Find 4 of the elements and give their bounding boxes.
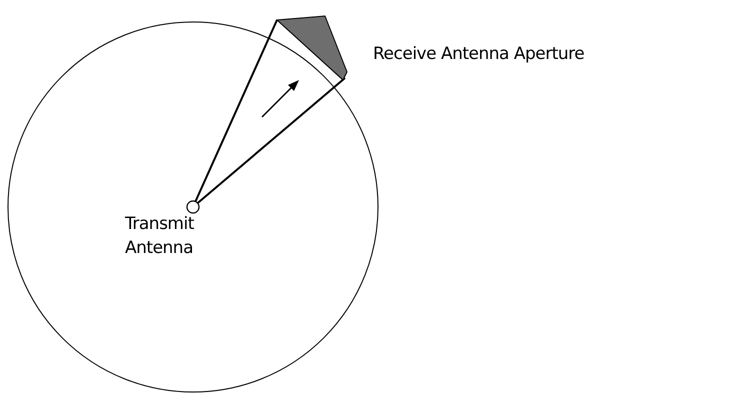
beam-line: [196, 77, 346, 204]
node-label: Transmit Antenna: [125, 213, 195, 260]
beam-line: [194, 20, 278, 202]
node-label: Receive Antenna Aperture: [373, 43, 586, 66]
